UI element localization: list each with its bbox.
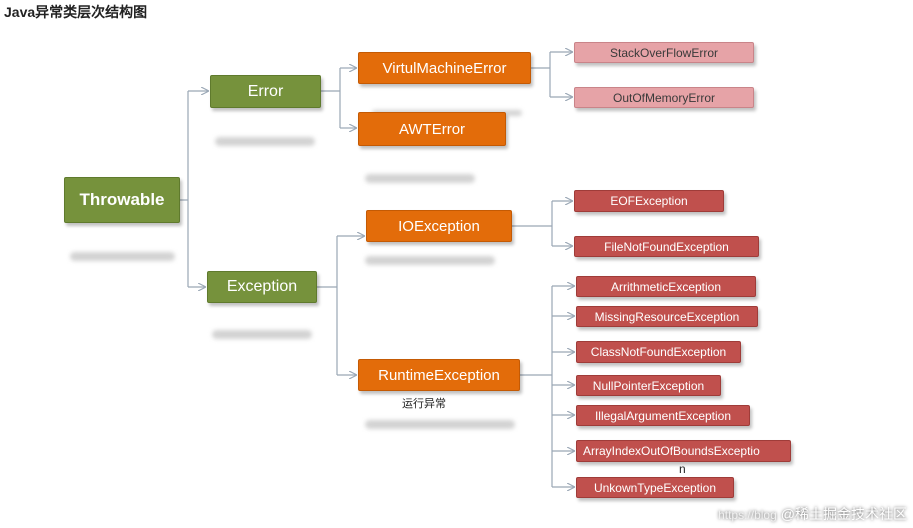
node-missing-resource-exception-label: MissingResourceException <box>594 309 740 324</box>
blurred-caption <box>365 174 475 183</box>
node-runtime-exception: RuntimeException <box>358 359 520 391</box>
node-error: Error <box>210 75 321 108</box>
node-awt-error: AWTError <box>358 112 506 146</box>
node-stack-overflow-error: StackOverFlowError <box>574 42 754 63</box>
node-out-of-memory-error: OutOfMemoryError <box>574 87 754 108</box>
node-class-not-found-exception: ClassNotFoundException <box>576 341 741 363</box>
node-array-index-out-of-bounds-exception-label: ArrayIndexOutOfBoundsExceptio <box>583 444 760 458</box>
node-missing-resource-exception: MissingResourceException <box>576 306 758 327</box>
node-stack-overflow-error-label: StackOverFlowError <box>609 45 719 60</box>
node-illegal-argument-exception: IllegalArgumentException <box>576 405 750 426</box>
node-eof-exception: EOFException <box>574 190 724 212</box>
watermark-text: @稀土掘金技术社区 <box>780 506 907 522</box>
node-exception-label: Exception <box>226 278 298 295</box>
node-out-of-memory-error-label: OutOfMemoryError <box>612 90 715 105</box>
watermark: https://blog@稀土掘金技术社区 <box>718 504 907 524</box>
blurred-caption <box>215 137 315 146</box>
node-arithmetic-exception-label: ArrithmeticException <box>610 279 722 294</box>
watermark-url: https://blog <box>718 508 777 522</box>
node-throwable-label: Throwable <box>79 190 165 209</box>
node-virtual-machine-error-label: VirtulMachineError <box>382 59 507 77</box>
node-file-not-found-exception: FileNotFoundException <box>574 236 759 257</box>
node-runtime-exception-label: RuntimeException <box>378 366 500 384</box>
node-null-pointer-exception-label: NullPointerException <box>592 378 705 393</box>
node-array-index-out-of-bounds-exception: ArrayIndexOutOfBoundsExceptio <box>576 440 791 462</box>
blurred-caption <box>365 256 495 265</box>
array-index-wrap-text: n <box>679 462 686 476</box>
node-unknown-type-exception-label: UnkownTypeException <box>593 480 717 495</box>
node-class-not-found-exception-label: ClassNotFoundException <box>590 345 727 359</box>
node-eof-exception-label: EOFException <box>610 194 688 208</box>
node-error-label: Error <box>247 82 284 100</box>
node-null-pointer-exception: NullPointerException <box>576 375 721 396</box>
blurred-caption <box>212 330 312 339</box>
node-file-not-found-exception-label: FileNotFoundException <box>604 239 729 254</box>
blurred-caption <box>70 252 175 261</box>
node-io-exception-label: IOException <box>398 217 480 235</box>
node-virtual-machine-error: VirtulMachineError <box>358 52 531 84</box>
diagram-title: Java异常类层次结构图 <box>4 4 148 20</box>
runtime-exception-note: 运行异常 <box>402 398 446 410</box>
blurred-caption <box>365 420 515 429</box>
node-throwable: Throwable <box>64 177 180 223</box>
node-arithmetic-exception: ArrithmeticException <box>576 276 756 297</box>
node-exception: Exception <box>207 271 317 303</box>
node-illegal-argument-exception-label: IllegalArgumentException <box>594 408 732 423</box>
node-unknown-type-exception: UnkownTypeException <box>576 477 734 498</box>
node-io-exception: IOException <box>366 210 512 242</box>
node-awt-error-label: AWTError <box>398 120 466 138</box>
